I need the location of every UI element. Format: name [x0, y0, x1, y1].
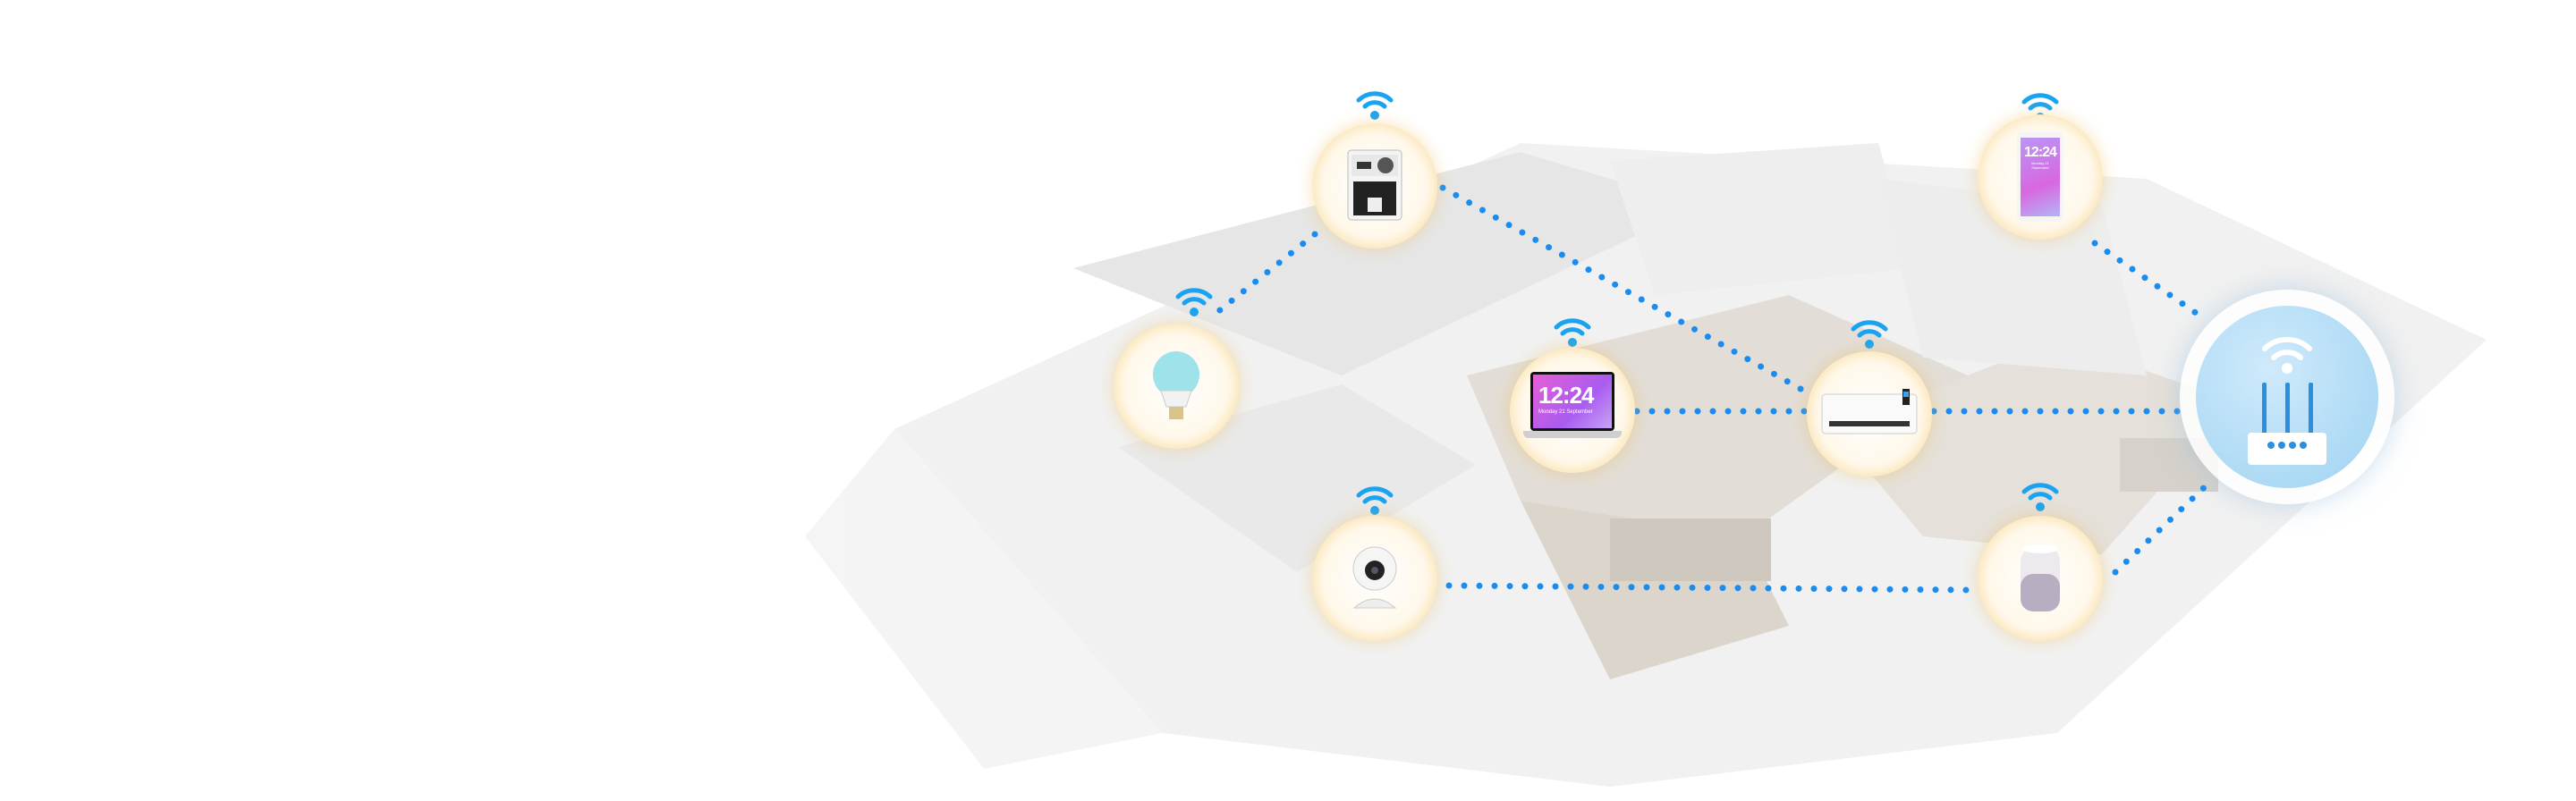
network-links — [1213, 184, 2217, 594]
light-bulb-icon — [1153, 351, 1199, 419]
laptop-clock-date: Monday 21 September — [1538, 409, 1593, 415]
camera-icon — [1352, 546, 1397, 609]
wifi-icon — [1356, 486, 1394, 515]
wifi-icon — [1356, 91, 1394, 120]
smart-speaker-icon — [2021, 544, 2060, 611]
smart-speaker-node[interactable] — [1978, 516, 2103, 641]
link-phone-router — [2091, 240, 2199, 316]
security-camera-node[interactable] — [1312, 516, 1437, 641]
phone-clock-time: 12:24 — [2024, 145, 2057, 160]
smart-bulb-node[interactable] — [1114, 324, 1239, 449]
smartphone-icon: 12:24 Monday 21 September — [2017, 132, 2063, 222]
laptop-icon: 12:24 Monday 21 September — [1523, 372, 1622, 449]
link-coffee-ac — [1439, 184, 1812, 397]
wifi-router-node[interactable] — [2180, 290, 2394, 504]
coffee-machine-icon — [1347, 149, 1402, 221]
router-icon — [2248, 383, 2326, 465]
air-conditioner-node[interactable] — [1807, 351, 1932, 476]
laptop-clock-time: 12:24 — [1538, 382, 1595, 409]
laptop-node[interactable]: 12:24 Monday 21 September — [1510, 348, 1635, 473]
phone-clock-date: Monday 21 September — [2031, 161, 2049, 170]
wifi-icon — [2021, 483, 2059, 511]
wifi-icon — [1554, 318, 1591, 347]
link-coffee-bulb — [1213, 231, 1318, 316]
coffee-machine-node[interactable] — [1312, 123, 1437, 249]
air-conditioner-icon — [1821, 389, 1918, 434]
wifi-icon — [1175, 288, 1213, 316]
wifi-icon — [1851, 320, 1888, 349]
smartphone-node[interactable]: 12:24 Monday 21 September — [1978, 114, 2103, 240]
wifi-icon — [2262, 336, 2312, 374]
